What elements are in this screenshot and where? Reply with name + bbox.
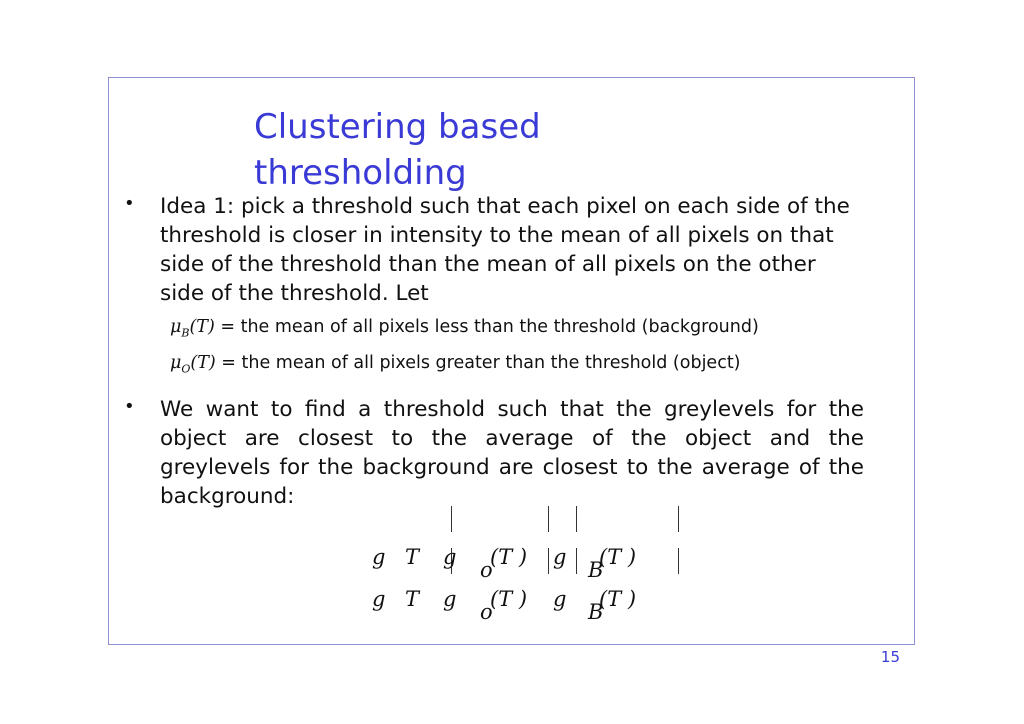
definition-text: = the mean of all pixels less than the t… — [214, 317, 759, 337]
formula-g3: g — [553, 587, 567, 611]
formula-T: T — [405, 545, 420, 569]
mu-arg: (T) — [190, 353, 216, 373]
formula-sub-b: B — [588, 558, 604, 582]
definition-text: = the mean of all pixels greater than th… — [215, 353, 741, 373]
mu-symbol: μ — [170, 317, 182, 337]
bullet-idea-1: Idea 1: pick a threshold such that each … — [160, 194, 850, 306]
formula-arg2: (T ) — [599, 587, 637, 611]
abs-bar — [576, 548, 577, 574]
abs-bar — [451, 548, 452, 574]
formula-g2: g — [443, 587, 457, 611]
slide-frame — [108, 77, 915, 645]
formula-sub-o: o — [480, 558, 493, 582]
slide-title: Clustering based thresholding — [254, 107, 541, 193]
abs-bar — [451, 506, 452, 532]
page-number: 15 — [880, 648, 900, 666]
abs-bar — [678, 506, 679, 532]
definition-mu-b: μB(T) = the mean of all pixels less than… — [170, 315, 759, 346]
formula-arg1: (T ) — [490, 545, 528, 569]
bullet-marker: • — [124, 193, 135, 214]
abs-bar — [678, 548, 679, 574]
mu-subscript: O — [181, 362, 191, 376]
formula-arg1: (T ) — [490, 587, 528, 611]
mu-arg: (T) — [189, 317, 215, 337]
bullet-idea-2: We want to find a threshold such that th… — [160, 397, 864, 509]
formula-g: g — [372, 545, 386, 569]
formula-g: g — [372, 587, 386, 611]
mu-symbol: μ — [170, 353, 182, 373]
formula-g3: g — [553, 545, 567, 569]
abs-bar — [548, 506, 549, 532]
formula-g2: g — [443, 545, 457, 569]
formula-sub-b: B — [588, 600, 604, 624]
formula-sub-o: o — [480, 600, 493, 624]
formula-arg2: (T ) — [599, 545, 637, 569]
bullet-marker: • — [124, 396, 135, 417]
abs-bar — [576, 506, 577, 532]
definition-mu-o: μO(T) = the mean of all pixels greater t… — [170, 351, 741, 382]
formula-T: T — [405, 587, 420, 611]
abs-bar — [548, 548, 549, 574]
mu-subscript: B — [181, 326, 190, 340]
